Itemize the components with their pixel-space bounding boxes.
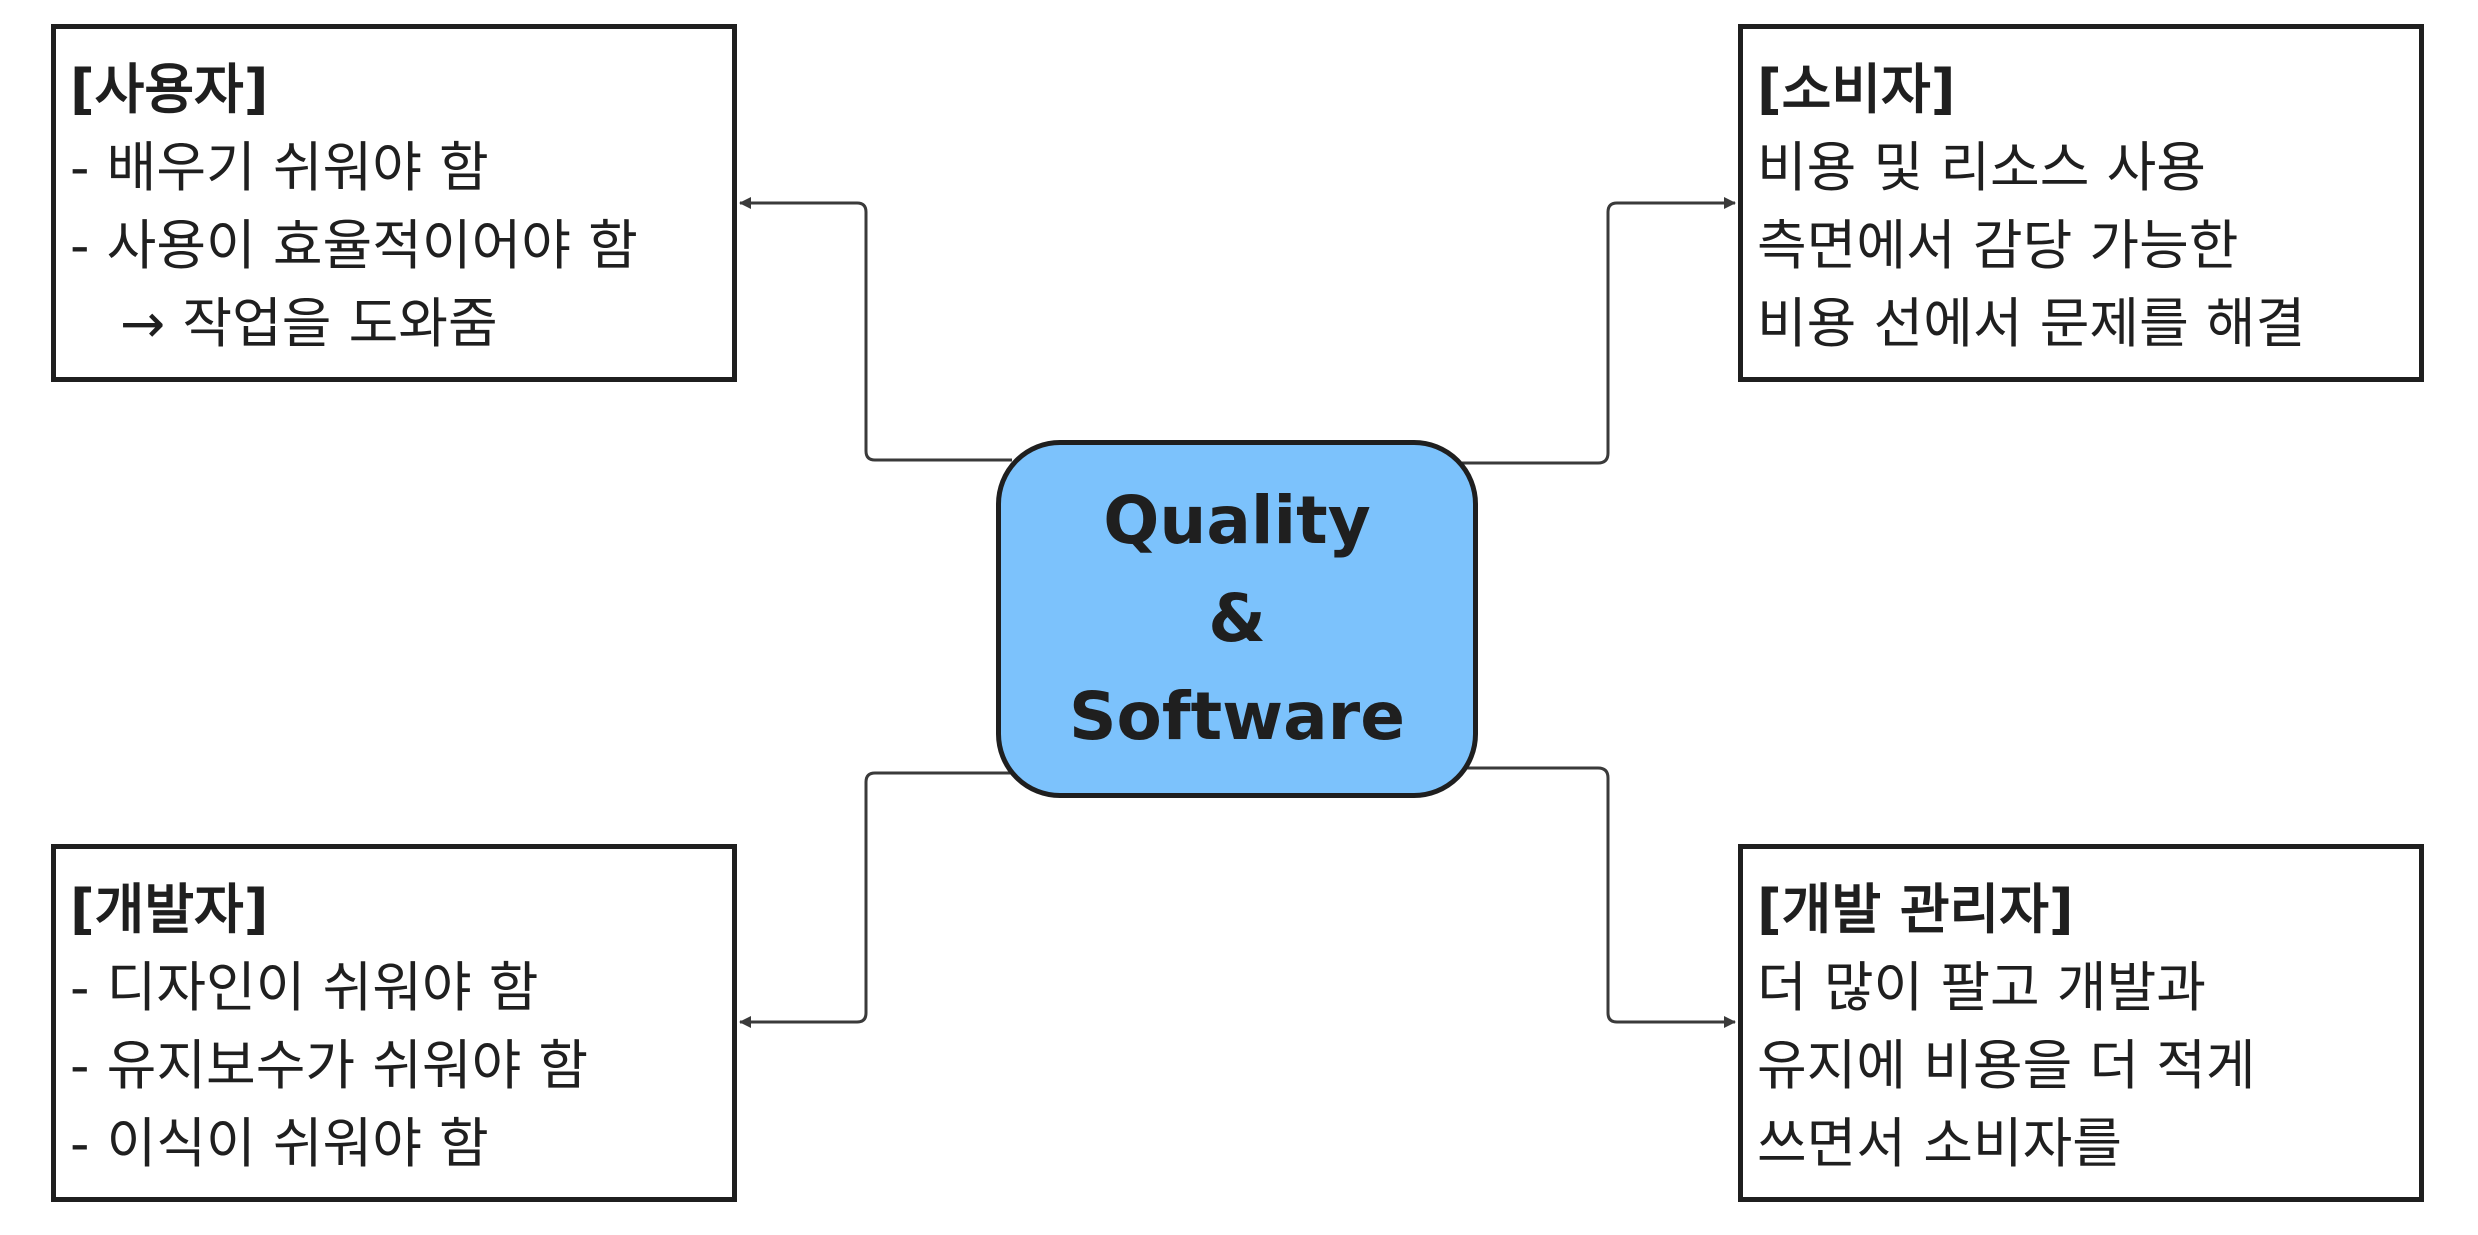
manager-node-line-1: 더 많이 팔고 개발과 (1757, 956, 2206, 1019)
center-node[interactable]: Quality & Software (996, 440, 1478, 798)
user-node-line-2: - 사용이 효율적이어야 함 (70, 214, 638, 277)
developer-node-line-1: - 디자인이 쉬워야 함 (70, 956, 539, 1019)
consumer-node-title: [소비자] (1757, 58, 1956, 121)
connector-to-consumer (1462, 197, 1736, 465)
connector-to-user (739, 197, 1012, 462)
connector-to-manager (1462, 766, 1736, 1028)
center-line-3: Software (1069, 678, 1405, 755)
connector-to-developer (739, 771, 1012, 1028)
developer-node[interactable]: [개발자] - 디자인이 쉬워야 함 - 유지보수가 쉬워야 함 - 이식이 쉬… (51, 844, 737, 1202)
user-node-line-3: → 작업을 도와줌 (120, 292, 498, 355)
consumer-node-line-2: 측면에서 감당 가능한 (1757, 214, 2239, 277)
user-node-line-1: - 배우기 쉬워야 함 (70, 136, 489, 199)
user-node[interactable]: [사용자] - 배우기 쉬워야 함 - 사용이 효율적이어야 함 → 작업을 도… (51, 24, 737, 382)
manager-node-line-2: 유지에 비용을 더 적게 (1757, 1034, 2256, 1097)
consumer-node-line-1: 비용 및 리소스 사용 (1757, 136, 2206, 199)
developer-node-line-3: - 이식이 쉬워야 함 (70, 1112, 489, 1175)
consumer-node-line-3: 비용 선에서 문제를 해결 (1757, 292, 2306, 355)
manager-node-line-3: 쓰면서 소비자를 (1757, 1112, 2122, 1175)
manager-node[interactable]: [개발 관리자] 더 많이 팔고 개발과 유지에 비용을 더 적게 쓰면서 소비… (1738, 844, 2424, 1202)
consumer-node[interactable]: [소비자] 비용 및 리소스 사용 측면에서 감당 가능한 비용 선에서 문제를… (1738, 24, 2424, 382)
developer-node-line-2: - 유지보수가 쉬워야 함 (70, 1034, 589, 1097)
user-node-title: [사용자] (70, 58, 269, 121)
manager-node-title: [개발 관리자] (1757, 878, 2074, 941)
developer-node-title: [개발자] (70, 878, 269, 941)
center-line-2: & (1208, 580, 1266, 657)
center-line-1: Quality (1103, 482, 1371, 559)
